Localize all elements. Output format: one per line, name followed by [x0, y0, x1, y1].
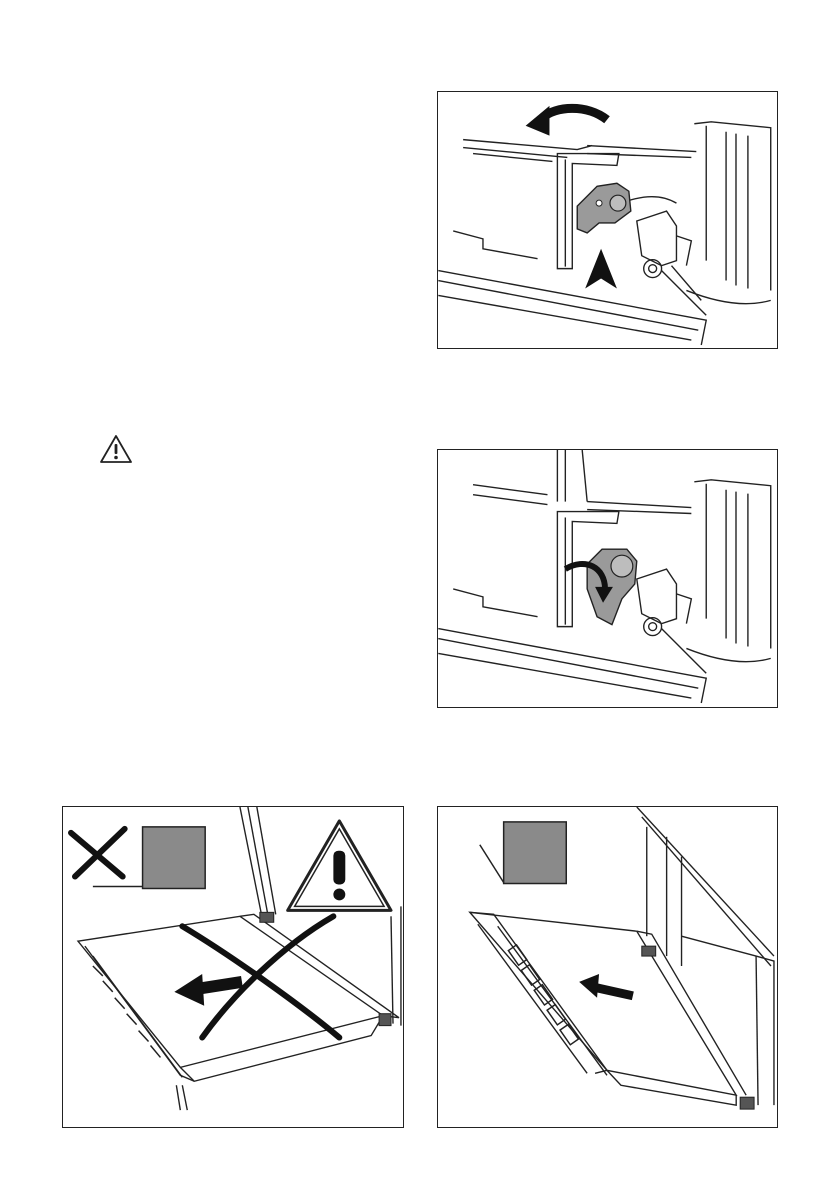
figure-incorrect-removal — [62, 806, 404, 1128]
push-up-arrow-icon — [585, 249, 617, 289]
figure-hinge-unlock — [437, 91, 778, 349]
cross-icon — [71, 829, 125, 877]
figure-correct-removal — [437, 806, 778, 1128]
direction-arrow-icon — [579, 974, 633, 998]
warning-icon — [288, 821, 391, 910]
warning-icon — [99, 434, 133, 464]
figure-hinge-lock — [437, 449, 778, 708]
